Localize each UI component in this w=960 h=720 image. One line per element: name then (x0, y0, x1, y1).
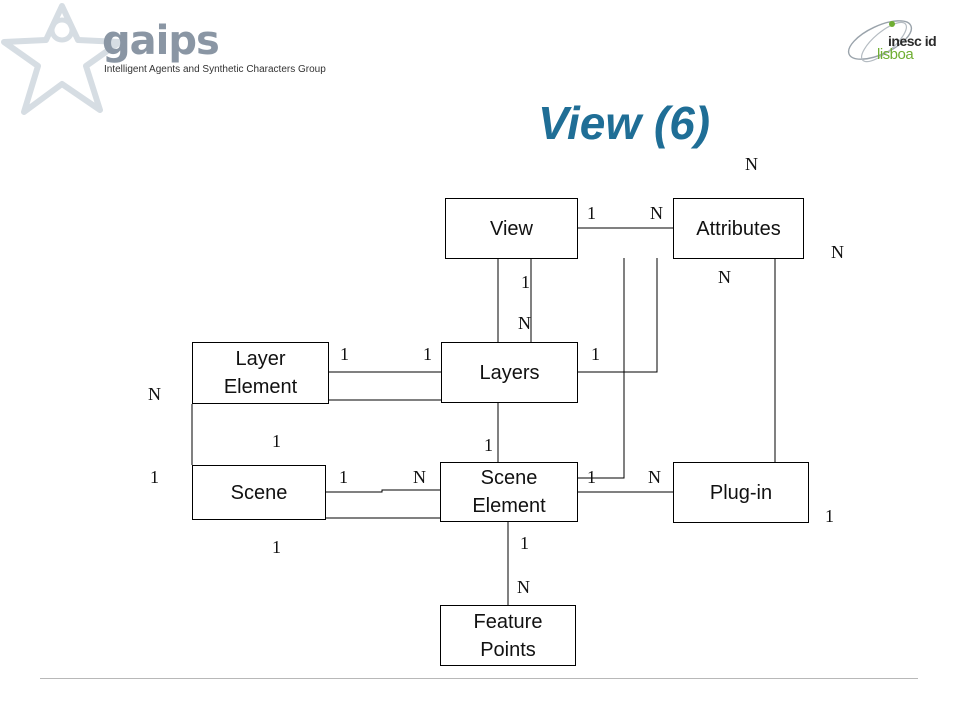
cardinality-label: 1 (150, 467, 159, 487)
cardinality-label: N (148, 384, 161, 404)
cardinality-label: N (413, 467, 426, 487)
cardinality-label: 1 (339, 467, 348, 487)
entity-layer-element: Layer Element (192, 342, 329, 404)
gaips-logo-word: gaips (102, 18, 220, 64)
entity-view: View (445, 198, 578, 259)
cardinality-label: N (648, 467, 661, 487)
line-scene-scene-element-top (325, 489, 440, 493)
cardinality-label: 1 (340, 344, 349, 364)
orbit-icon (847, 20, 913, 63)
entity-layer-element-label: Layer Element (223, 348, 298, 398)
cardinality-label: 1 (272, 431, 281, 451)
cardinality-label: 1 (484, 435, 493, 455)
entity-attributes-label: Attributes (696, 217, 781, 240)
cardinality-label: N (518, 313, 531, 333)
cardinality-label: N (718, 267, 731, 287)
cardinality-label: 1 (272, 537, 281, 557)
cardinality-label-feature: N (517, 577, 530, 597)
cardinality-label: 1 (587, 203, 596, 223)
entity-scene-label: Scene (230, 481, 288, 504)
line-attributes-layers (578, 258, 658, 373)
entity-scene: Scene (192, 465, 326, 520)
cardinality-label: 1 (520, 533, 529, 553)
cardinality-label: 1 (591, 344, 600, 364)
cardinality-label: 1 (423, 344, 432, 364)
entity-feature-points-label: Feature Points (473, 610, 543, 661)
lisboa-wordmark: lisboa (877, 46, 914, 63)
star-figure-icon (1, 3, 123, 115)
cardinality-label: 1 (825, 506, 834, 526)
entity-scene-element: Scene Element (440, 462, 578, 522)
entity-feature-points: Feature Points (440, 605, 576, 666)
inesc-id-wordmark: inesc id (888, 33, 937, 49)
entity-view-label: View (490, 217, 533, 240)
cardinality-label: 1 (521, 272, 530, 292)
entity-layers: Layers (441, 342, 578, 403)
cardinality-label: N (745, 154, 758, 174)
footer-divider (40, 678, 918, 679)
slide-title: View (6) (538, 97, 711, 149)
cardinality-label: 1 (587, 467, 596, 487)
gaips-logo-subtitle: Intelligent Agents and Synthetic Charact… (104, 64, 326, 75)
inesc-id-logo (840, 10, 952, 82)
line-attributes-scene-element (578, 258, 625, 479)
entity-layers-label: Layers (479, 361, 540, 384)
entity-plugin-label: Plug-in (709, 481, 773, 504)
entity-scene-element-label: Scene Element (472, 467, 546, 517)
entity-plugin: Plug-in (673, 462, 809, 523)
cardinality-label: N (831, 242, 844, 262)
entity-attributes: Attributes (673, 198, 804, 259)
cardinality-label: N (650, 203, 663, 223)
gaips-logo: gaips Intelligent Agents and Synthetic C… (0, 0, 330, 150)
